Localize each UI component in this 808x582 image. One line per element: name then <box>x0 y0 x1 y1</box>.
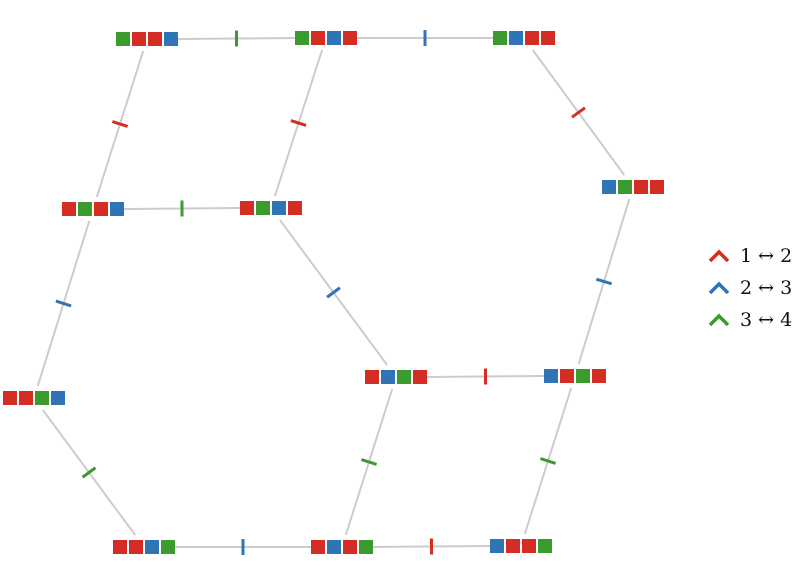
node-square-red <box>148 32 162 46</box>
node-square-red <box>62 202 76 216</box>
node-square-blue <box>490 539 504 553</box>
node-n8 <box>544 369 606 383</box>
node-square-blue <box>381 370 395 384</box>
swap-mark-red <box>111 120 129 128</box>
node-n10 <box>311 540 373 554</box>
legend-label: 2 ↔ 3 <box>740 277 793 299</box>
node-square-blue <box>145 540 159 554</box>
node-square-red <box>311 31 325 45</box>
node-square-green <box>116 32 130 46</box>
node-n0 <box>116 32 178 46</box>
legend-item-1-2: 1 ↔ 2 <box>708 240 792 272</box>
node-square-red <box>288 201 302 215</box>
swap-mark-red <box>571 106 586 119</box>
node-square-red <box>522 539 536 553</box>
node-n3 <box>62 202 124 216</box>
node-n7 <box>365 370 427 384</box>
swap-mark-blue <box>326 286 341 299</box>
legend-item-2-3: 2 ↔ 3 <box>708 272 792 304</box>
node-square-green <box>493 31 507 45</box>
legend: 1 ↔ 2 2 ↔ 3 3 ↔ 4 <box>708 240 792 336</box>
legend-label: 1 ↔ 2 <box>740 245 793 267</box>
node-square-red <box>413 370 427 384</box>
node-n11 <box>490 539 552 553</box>
node-square-red <box>3 391 17 405</box>
node-square-green <box>78 202 92 216</box>
node-n9 <box>113 540 175 554</box>
node-square-red <box>560 369 574 383</box>
legend-item-3-4: 3 ↔ 4 <box>708 304 792 336</box>
node-square-blue <box>51 391 65 405</box>
node-square-red <box>541 31 555 45</box>
node-square-red <box>132 32 146 46</box>
node-square-red <box>365 370 379 384</box>
node-square-blue <box>164 32 178 46</box>
swap-mark-green <box>360 458 378 466</box>
node-square-red <box>113 540 127 554</box>
node-square-red <box>19 391 33 405</box>
node-square-red <box>592 369 606 383</box>
node-n4 <box>240 201 302 215</box>
node-n1 <box>295 31 357 45</box>
node-square-green <box>538 539 552 553</box>
node-square-red <box>634 180 648 194</box>
node-square-blue <box>327 31 341 45</box>
node-square-red <box>311 540 325 554</box>
chevron-up-icon <box>708 249 730 263</box>
node-square-red <box>525 31 539 45</box>
node-square-red <box>506 539 520 553</box>
node-square-green <box>618 180 632 194</box>
node-square-green <box>161 540 175 554</box>
node-square-red <box>240 201 254 215</box>
swap-mark-blue <box>595 277 613 286</box>
node-square-red <box>94 202 108 216</box>
node-n6 <box>3 391 65 405</box>
node-square-red <box>650 180 664 194</box>
node-square-green <box>256 201 270 215</box>
nodes-layer <box>3 31 664 554</box>
node-square-green <box>397 370 411 384</box>
node-square-green <box>35 391 49 405</box>
node-square-blue <box>110 202 124 216</box>
node-n5 <box>602 180 664 194</box>
node-square-blue <box>272 201 286 215</box>
node-square-green <box>576 369 590 383</box>
chevron-up-icon <box>708 313 730 327</box>
node-square-red <box>129 540 143 554</box>
node-n2 <box>493 31 555 45</box>
legend-label: 3 ↔ 4 <box>740 309 793 331</box>
swap-mark-green <box>539 457 557 465</box>
chevron-up-icon <box>708 281 730 295</box>
node-square-red <box>343 31 357 45</box>
swap-marks-layer <box>55 30 613 555</box>
node-square-green <box>295 31 309 45</box>
node-square-red <box>343 540 357 554</box>
swap-mark-red <box>290 119 307 127</box>
node-square-blue <box>509 31 523 45</box>
node-square-blue <box>544 369 558 383</box>
node-square-green <box>359 540 373 554</box>
swap-mark-blue <box>55 299 72 308</box>
node-square-blue <box>327 540 341 554</box>
node-square-blue <box>602 180 616 194</box>
swap-mark-green <box>81 466 97 479</box>
